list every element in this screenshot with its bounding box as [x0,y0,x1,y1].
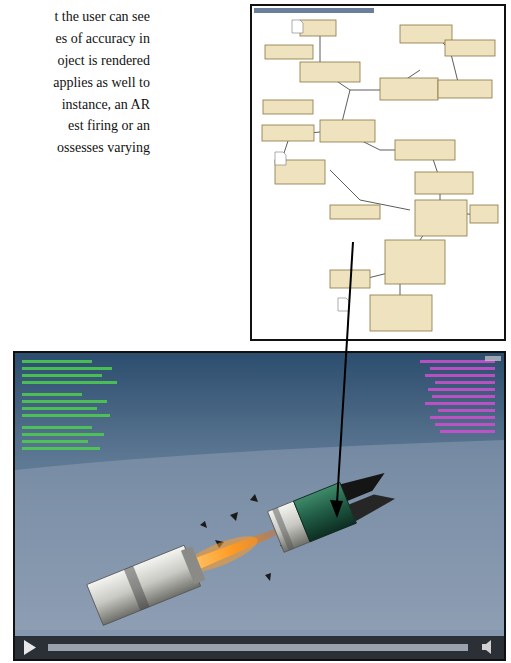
paragraph-line: t the user can see [54,8,150,26]
paragraph-line: instance, an AR [62,96,150,114]
simulation-screenshot [14,352,505,660]
paragraph-line: est firing or an [68,117,150,135]
paragraph-line: applies as well to [53,74,150,92]
paragraph-line: es of accuracy in [56,30,150,48]
pointer-arrow [330,242,353,518]
paragraph-line: ossesses varying [57,139,150,157]
paragraph-line: oject is rendered [57,52,150,70]
uml-screenshot [251,5,505,340]
